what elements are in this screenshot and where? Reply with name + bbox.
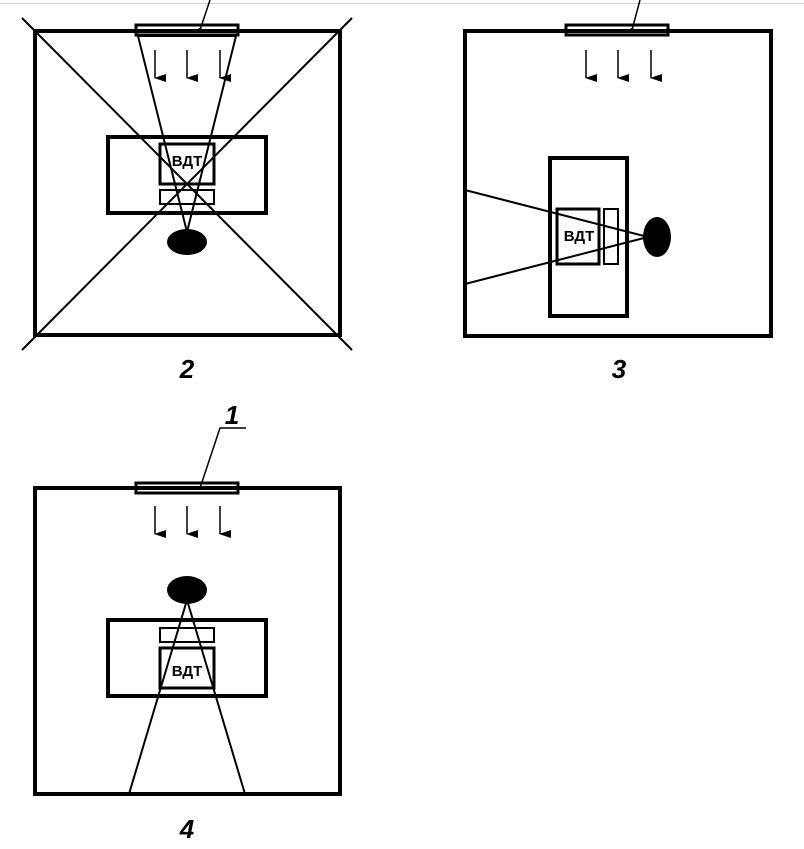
monitor-label: ВДТ [564, 228, 594, 245]
glare-zone [136, 35, 238, 233]
window [564, 23, 670, 37]
room-outline [463, 29, 773, 338]
window-leader-dot [198, 28, 202, 32]
figure-4: 1 ВДТ 4 [33, 400, 342, 844]
operator [167, 229, 207, 255]
figure-2: ВДТ 2 [21, 0, 353, 384]
figure-number: 3 [612, 354, 627, 384]
window-leader-line [631, 0, 641, 31]
figure-number: 2 [179, 354, 195, 384]
desk [106, 135, 268, 215]
window-leader-line [199, 0, 211, 31]
window-leader-dot [198, 486, 202, 490]
monitor [555, 207, 601, 266]
window-leader-line [199, 427, 246, 489]
page-top-border [0, 3, 804, 4]
operator [643, 217, 671, 257]
figure-number: 4 [179, 814, 195, 844]
keyboard [159, 189, 215, 205]
window-leader-dot [630, 28, 634, 32]
keyboard [603, 208, 619, 265]
view-zone [128, 596, 246, 795]
window-callout-number: 1 [225, 400, 239, 430]
monitor-label: ВДТ [172, 663, 202, 680]
operator [167, 576, 207, 604]
monitor [158, 142, 216, 186]
room-outline [33, 29, 342, 337]
room-outline [33, 486, 342, 796]
monitor-label: ВДТ [172, 153, 202, 170]
desk [548, 156, 629, 318]
desk [106, 618, 268, 698]
window [134, 481, 240, 495]
figure-3: ВДТ 3 [463, 0, 773, 384]
monitor [158, 646, 216, 690]
keyboard [159, 627, 215, 643]
